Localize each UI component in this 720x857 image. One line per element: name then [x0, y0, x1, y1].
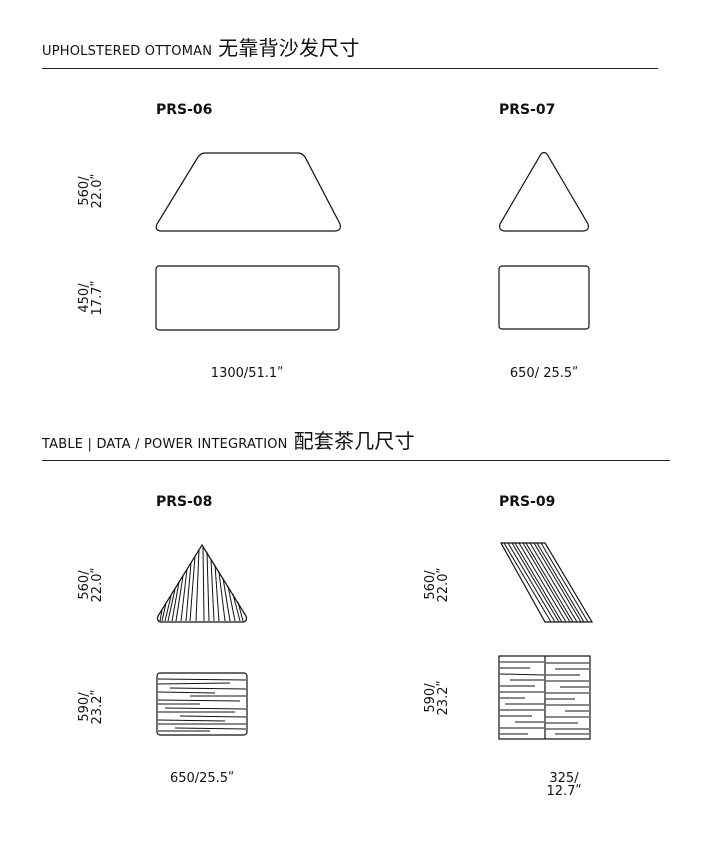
section-title-zh: 无靠背沙发尺寸: [218, 36, 360, 60]
prs-07-top-view: [499, 151, 589, 232]
dimension-label-depth-prs-09: 560/22.0ʺ: [423, 567, 451, 603]
prs-06-front-view: [155, 265, 340, 331]
width-label-prs-07: 650/ 25.5ʺ: [509, 366, 579, 381]
prs-06-top-view: [155, 152, 341, 232]
prs-07-front-view: [498, 265, 590, 330]
dimension-label-height-prs-09: 590/23.2ʺ: [423, 680, 451, 716]
prs-09-top-view: [499, 542, 594, 623]
prs-08-top-view: [156, 543, 248, 623]
width-label-prs-08: 650/25.5ʺ: [169, 771, 235, 786]
dimension-label-height-prs-08: 590/23.2ʺ: [77, 689, 105, 725]
dimension-label-depth-prs-08: 560/22.0ʺ: [77, 567, 105, 603]
width-label-prs-06: 1300/51.1ʺ: [210, 366, 284, 381]
section-title-table: TABLE | DATA / POWER INTEGRATION 配套茶几尺寸: [42, 425, 415, 454]
prs-08-front-view: [156, 672, 248, 736]
model-label-prs-07: PRS-07: [499, 102, 556, 118]
prs-09-front-view: [498, 655, 591, 740]
section-divider: [42, 460, 670, 461]
model-label-prs-06: PRS-06: [156, 102, 213, 118]
section-title-ottoman: UPHOLSTERED OTTOMAN 无靠背沙发尺寸: [42, 32, 360, 61]
section-title-en: UPHOLSTERED OTTOMAN: [42, 44, 213, 59]
section-divider: [42, 68, 658, 69]
model-label-prs-08: PRS-08: [156, 494, 213, 510]
section-title-zh: 配套茶几尺寸: [293, 429, 415, 453]
section-title-en: TABLE | DATA / POWER INTEGRATION: [42, 437, 288, 452]
model-label-prs-09: PRS-09: [499, 494, 556, 510]
width-label-prs-09: 325/12.7ʺ: [546, 771, 582, 799]
